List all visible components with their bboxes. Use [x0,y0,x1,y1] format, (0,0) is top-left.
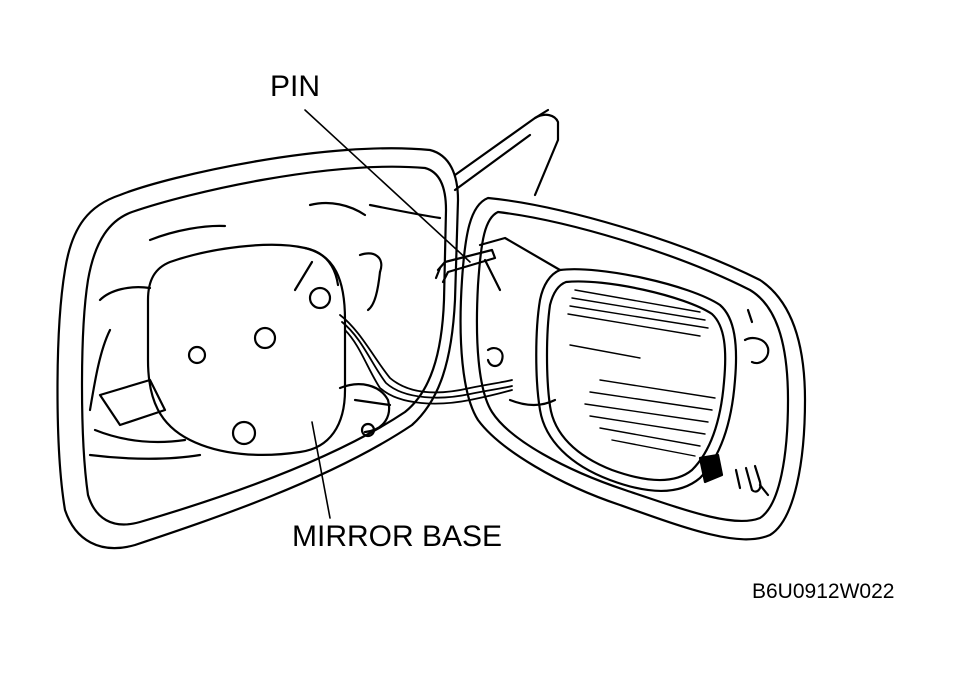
mounting-arm [453,108,560,197]
pin-leader-line [304,109,471,263]
mirror-housing [56,147,460,550]
figure-code-label: B6U0912W022 [752,580,895,603]
leader-lines [304,109,471,519]
mirror-glass-holder [459,196,807,541]
mirror-base-label: MIRROR BASE [292,520,503,553]
pin-part [434,248,497,284]
mirror-base-leader-line [311,421,331,519]
pin-label: PIN [270,70,321,103]
mirror-base [146,243,347,456]
wire-harness [339,314,513,405]
